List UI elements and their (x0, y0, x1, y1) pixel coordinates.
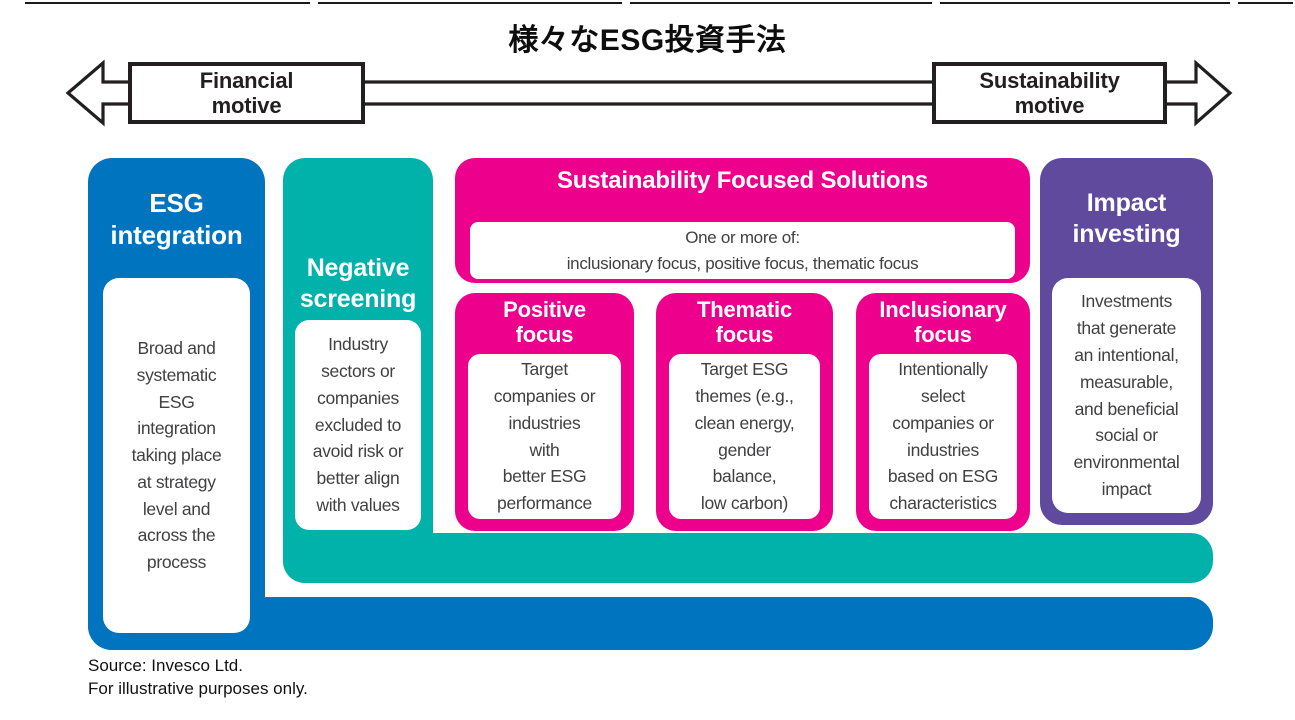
sfs-body: One or more of: inclusionary focus, posi… (470, 222, 1015, 279)
block-impact-investing: Impact investing Investments that genera… (1040, 158, 1213, 525)
block-esg-integration: ESG integration Broad and systematic ESG… (88, 158, 265, 650)
thematic-focus-body: Target ESG themes (e.g., clean energy, g… (669, 354, 820, 519)
impact-investing-heading: Impact investing (1072, 189, 1181, 248)
inclusionary-focus-body: Intentionally select companies or indust… (869, 354, 1017, 519)
block-positive-focus: Positive focus Target companies or indus… (455, 293, 634, 531)
positive-focus-body: Target companies or industries with bett… (468, 354, 621, 519)
block-negative-screening: Negative screening Industry sectors or c… (283, 158, 433, 583)
sfs-heading: Sustainability Focused Solutions (557, 167, 928, 194)
negative-screening-span-bar (283, 533, 1213, 583)
double-arrow-icon (65, 59, 1233, 127)
disclaimer-note: For illustrative purposes only. (88, 679, 308, 698)
thematic-focus-heading: Thematic focus (697, 297, 792, 348)
esg-integration-body: Broad and systematic ESG integration tak… (103, 278, 250, 633)
esg-integration-heading: ESG integration (110, 188, 243, 250)
negative-screening-body: Industry sectors or companies excluded t… (295, 320, 421, 530)
page-title: 様々なESG投資手法 (508, 24, 787, 57)
block-inclusionary-focus: Inclusionary focus Intentionally select … (856, 293, 1030, 531)
top-divider-segment (25, 2, 310, 4)
top-divider-segment (940, 2, 1230, 4)
block-sustainability-focused-solutions: Sustainability Focused Solutions One or … (455, 158, 1030, 283)
sustainability-motive-label: Sustainability motive (932, 62, 1167, 124)
top-divider-segment (318, 2, 622, 4)
block-thematic-focus: Thematic focus Target ESG themes (e.g., … (656, 293, 833, 531)
negative-screening-heading: Negative screening (299, 254, 417, 313)
inclusionary-focus-heading: Inclusionary focus (879, 297, 1007, 348)
positive-focus-heading: Positive focus (503, 297, 586, 348)
source-note: Source: Invesco Ltd. (88, 656, 243, 675)
financial-motive-label: Financial motive (128, 62, 365, 124)
top-divider-segment (1238, 2, 1293, 4)
impact-investing-body: Investments that generate an intentional… (1052, 278, 1201, 513)
motive-spectrum-arrow (65, 59, 1233, 127)
top-divider-segment (630, 2, 932, 4)
esg-integration-span-bar (88, 597, 1213, 650)
